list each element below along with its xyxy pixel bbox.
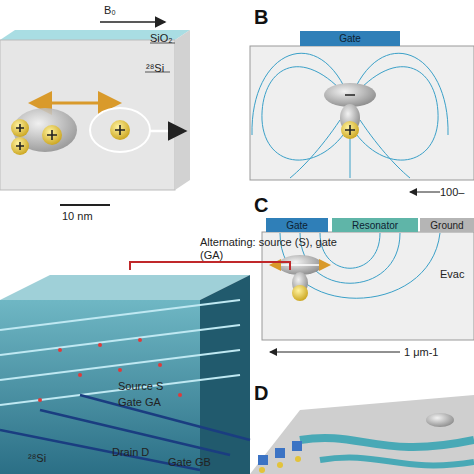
electrode-label: Resonator: [352, 220, 398, 231]
annotation-label: 10 nm: [62, 210, 93, 223]
panel-letter: B: [254, 6, 268, 29]
electrode-label: Gate: [339, 33, 361, 44]
electrode-box: Gate: [266, 218, 328, 232]
panel-letter: D: [254, 382, 268, 405]
annotation-label: Alternating: source (S), gate (GA): [200, 236, 340, 261]
annotation-label: Source S: [118, 380, 163, 393]
annotation-label: 1 μm-1: [404, 346, 438, 359]
panel-letter: C: [254, 194, 268, 217]
electrode-box: Resonator: [332, 218, 418, 232]
electrode-label: Gate: [286, 220, 308, 231]
annotation-label: SiO₂: [150, 32, 173, 45]
annotation-label: B₀: [104, 4, 116, 17]
annotation-label: Evac: [440, 268, 464, 281]
electrode-box: Ground: [420, 218, 474, 232]
electrode-box: Gate: [300, 31, 400, 46]
annotation-label: 100–: [440, 186, 464, 199]
annotation-label: ²⁸Si: [146, 62, 164, 75]
annotation-label: Gate GB: [168, 456, 211, 469]
annotation-label: Drain D: [112, 446, 149, 459]
annotation-label: ²⁸Si: [28, 452, 46, 465]
electrode-label: Ground: [430, 220, 463, 231]
annotation-label: Gate GA: [118, 396, 161, 409]
